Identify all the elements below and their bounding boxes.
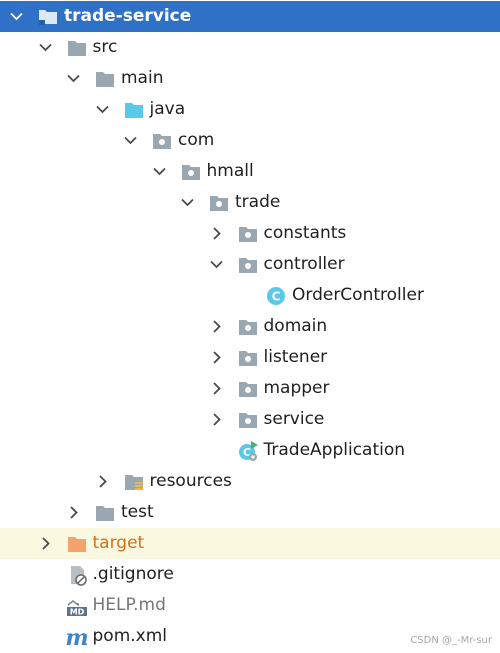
excluded-folder-icon <box>66 533 88 555</box>
folder-icon <box>94 68 116 90</box>
chevron-down-icon[interactable] <box>65 70 82 87</box>
package-icon <box>237 254 259 276</box>
tree-item-src[interactable]: src <box>0 32 500 63</box>
package-icon <box>237 223 259 245</box>
tree-item-test[interactable]: test <box>0 497 500 528</box>
tree-item-label: HELP.md <box>92 595 166 615</box>
tree-item-label: pom.xml <box>92 626 168 646</box>
svg-text:m: m <box>66 626 88 648</box>
tree-item-controller[interactable]: controller <box>0 249 500 280</box>
tree-item-label: controller <box>263 254 345 274</box>
tree-item-target[interactable]: target <box>0 528 500 559</box>
gitignore-file-icon <box>66 564 88 586</box>
source-root-folder-icon <box>123 99 145 121</box>
package-icon <box>237 378 259 400</box>
spring-application-class-icon: C <box>237 440 259 462</box>
package-icon <box>237 347 259 369</box>
chevron-right-icon[interactable] <box>37 535 54 552</box>
tree-item-label: trade <box>235 192 281 212</box>
package-icon <box>237 316 259 338</box>
package-icon <box>180 161 202 183</box>
tree-item-listener[interactable]: listener <box>0 342 500 373</box>
tree-item-label: test <box>121 502 154 522</box>
package-icon <box>151 130 173 152</box>
tree-item-trade-service[interactable]: trade-service <box>0 1 500 32</box>
tree-item-hmall[interactable]: hmall <box>0 156 500 187</box>
tree-item-main[interactable]: main <box>0 63 500 94</box>
chevron-down-icon[interactable] <box>37 39 54 56</box>
chevron-down-icon[interactable] <box>151 163 168 180</box>
chevron-right-icon[interactable] <box>208 380 225 397</box>
tree-item-com[interactable]: com <box>0 125 500 156</box>
tree-item-label: java <box>149 99 186 119</box>
tree-item-label: main <box>121 68 164 88</box>
folder-icon <box>94 502 116 524</box>
tree-item-gitignore[interactable]: .gitignore <box>0 559 500 590</box>
svg-text:C: C <box>272 290 281 304</box>
chevron-down-icon[interactable] <box>122 132 139 149</box>
tree-item-label: trade-service <box>64 6 192 26</box>
tree-item-label: hmall <box>206 161 254 181</box>
tree-item-label: OrderController <box>292 285 424 305</box>
chevron-down-icon[interactable] <box>94 101 111 118</box>
tree-item-java[interactable]: java <box>0 94 500 125</box>
chevron-down-icon[interactable] <box>8 8 25 25</box>
chevron-down-icon[interactable] <box>208 256 225 273</box>
chevron-right-icon[interactable] <box>94 473 111 490</box>
tree-item-label: mapper <box>263 378 330 398</box>
tree-item-service[interactable]: service <box>0 404 500 435</box>
tree-item-label: target <box>92 533 145 553</box>
chevron-right-icon[interactable] <box>65 504 82 521</box>
chevron-right-icon[interactable] <box>208 225 225 242</box>
chevron-right-icon[interactable] <box>208 349 225 366</box>
tree-item-help-md[interactable]: MD HELP.md <box>0 590 500 621</box>
tree-item-label: constants <box>263 223 347 243</box>
tree-item-mapper[interactable]: mapper <box>0 373 500 404</box>
package-icon <box>237 409 259 431</box>
tree-item-tradeapplication[interactable]: C TradeApplication <box>0 435 500 466</box>
chevron-down-icon[interactable] <box>179 194 196 211</box>
svg-text:C: C <box>242 446 250 459</box>
maven-pom-icon: m <box>65 625 88 651</box>
chevron-right-icon[interactable] <box>208 411 225 428</box>
tree-item-label: com <box>178 130 215 150</box>
tree-item-domain[interactable]: domain <box>0 311 500 342</box>
svg-text:MD: MD <box>69 608 84 617</box>
tree-item-resources[interactable]: resources <box>0 466 500 497</box>
tree-item-label: TradeApplication <box>263 440 406 460</box>
tree-item-ordercontroller[interactable]: C OrderController <box>0 280 500 311</box>
tree-item-label: service <box>263 409 325 429</box>
resources-folder-icon <box>123 471 145 493</box>
tree-item-label: src <box>92 37 118 57</box>
java-class-icon: C <box>265 285 287 307</box>
folder-icon <box>66 37 88 59</box>
tree-item-label: domain <box>263 316 328 336</box>
package-icon <box>208 192 230 214</box>
tree-item-label: listener <box>263 347 328 367</box>
chevron-right-icon[interactable] <box>208 318 225 335</box>
tree-item-constants[interactable]: constants <box>0 218 500 249</box>
markdown-file-icon: MD <box>66 595 88 617</box>
tree-item-trade[interactable]: trade <box>0 187 500 218</box>
tree-item-label: .gitignore <box>92 564 174 584</box>
module-folder-icon <box>37 6 59 28</box>
watermark: CSDN @_-Mr-sur <box>410 635 492 646</box>
tree-item-label: resources <box>149 471 232 491</box>
